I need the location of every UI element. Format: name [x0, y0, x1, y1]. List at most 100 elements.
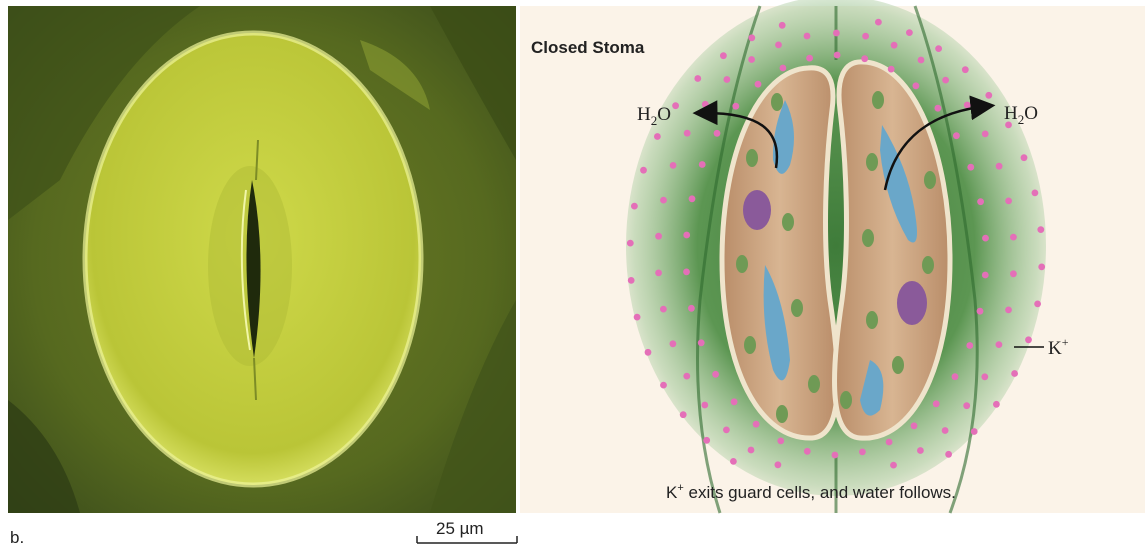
k-ion-dot [918, 57, 925, 64]
k-ion-dot [775, 461, 782, 468]
diagram-title: Closed Stoma [531, 38, 645, 57]
diagram-panel: Closed Stoma H2O H2O K+ K+ exits guard c… [520, 0, 1145, 513]
k-ion-dot [702, 101, 709, 108]
k-ion-dot [698, 339, 705, 346]
k-ion-dot [806, 55, 813, 62]
k-ion-dot [724, 76, 731, 83]
k-ion-dot [683, 269, 690, 276]
k-ion-dot [833, 30, 840, 37]
k-ion-dot [1032, 190, 1039, 197]
k-ion-dot [1011, 370, 1018, 377]
nucleus [743, 190, 771, 230]
k-ion-dot [723, 427, 730, 434]
scale-bar-label: 25 µm [436, 519, 484, 538]
k-ion-dot [748, 34, 755, 41]
k-ion-dot [732, 103, 739, 110]
k-ion-dot [714, 130, 721, 137]
k-ion-dot [694, 75, 701, 82]
nucleus [897, 281, 927, 325]
k-ion-dot [906, 29, 913, 36]
k-ion-dot [981, 373, 988, 380]
k-ion-dot [672, 102, 679, 109]
k-ion-dot [985, 92, 992, 99]
k-ion-dot [775, 42, 782, 49]
k-ion-dot [966, 342, 973, 349]
k-ion-dot [688, 305, 695, 312]
k-ion-dot [859, 449, 866, 456]
chloroplast [872, 91, 884, 109]
k-ion-dot [935, 45, 942, 52]
k-ion-dot [891, 42, 898, 49]
k-ion-dot [982, 235, 989, 242]
k-ion-dot [1038, 264, 1045, 271]
k-ion-dot [634, 314, 641, 321]
k-ion-dot [660, 382, 667, 389]
k-ion-dot [886, 439, 893, 446]
k-ion-dot [964, 102, 971, 109]
k-ion-dot [628, 277, 635, 284]
k-ion-dot [655, 270, 662, 277]
k-ion-dot [683, 232, 690, 239]
k-ion-dot [977, 198, 984, 205]
k-ion-dot [971, 428, 978, 435]
k-ion-dot [933, 400, 940, 407]
k-ion-dot [993, 401, 1000, 408]
k-ion-dot [699, 161, 706, 168]
k-ion-dot [942, 77, 949, 84]
k-ion-dot [748, 447, 755, 454]
scale-bar: 25 µm [417, 519, 517, 543]
k-ion-dot [777, 438, 784, 445]
k-ion-dot [996, 341, 1003, 348]
k-ion-dot [689, 195, 696, 202]
k-ion-dot [655, 233, 662, 240]
k-ion-dot [670, 162, 677, 169]
k-ion-dot [913, 82, 920, 89]
epidermal-tissue [626, 0, 1046, 496]
k-ion-dot [701, 402, 708, 409]
k-ion-dot [962, 66, 969, 73]
k-ion-dot [804, 33, 811, 40]
k-ion-dot [1010, 270, 1017, 277]
k-ion-dot [753, 421, 760, 428]
k-ion-dot [683, 373, 690, 380]
k-ion-dot [703, 437, 710, 444]
diagram-caption: K+ exits guard cells, and water follows. [666, 482, 956, 502]
k-ion-dot [1010, 234, 1017, 241]
k-ion-dot [720, 52, 727, 59]
k-ion-dot [996, 163, 1003, 170]
k-ion-dot [911, 422, 918, 429]
k-ion-dot [1025, 336, 1032, 343]
k-ion-dot [640, 167, 647, 174]
k-ion-dot [861, 55, 868, 62]
k-ion-dot [670, 340, 677, 347]
k-ion-dot [862, 33, 869, 40]
k-ion-dot [890, 462, 897, 469]
k-ion-dot [660, 197, 667, 204]
k-ion-dot [654, 133, 661, 140]
k-ion-dot [834, 52, 841, 59]
k-ion-dot [935, 105, 942, 112]
k-ion-dot [982, 272, 989, 279]
k-ion-dot [804, 448, 811, 455]
k-ion-dot [660, 306, 667, 313]
k-ion-dot [680, 411, 687, 418]
k-ion-dot [1034, 301, 1041, 308]
k-ion-dot [953, 132, 960, 139]
k-ion-dot [888, 66, 895, 73]
k-ion-dot [645, 349, 652, 356]
k-ion-dot [977, 308, 984, 315]
k-ion-dot [967, 164, 974, 171]
k-ion-dot [1005, 198, 1012, 205]
k-ion-dot [917, 447, 924, 454]
k-ion-dot [730, 458, 737, 465]
k-ion-dot [945, 451, 952, 458]
k-ion-dot [942, 427, 949, 434]
micrograph-panel [8, 6, 516, 513]
chloroplast [771, 93, 783, 111]
k-ion-dot [1021, 154, 1028, 161]
panel-label: b. [10, 528, 24, 548]
k-ion-dot [631, 203, 638, 210]
k-ion-dot [755, 81, 762, 88]
k-ion-dot [1005, 307, 1012, 314]
